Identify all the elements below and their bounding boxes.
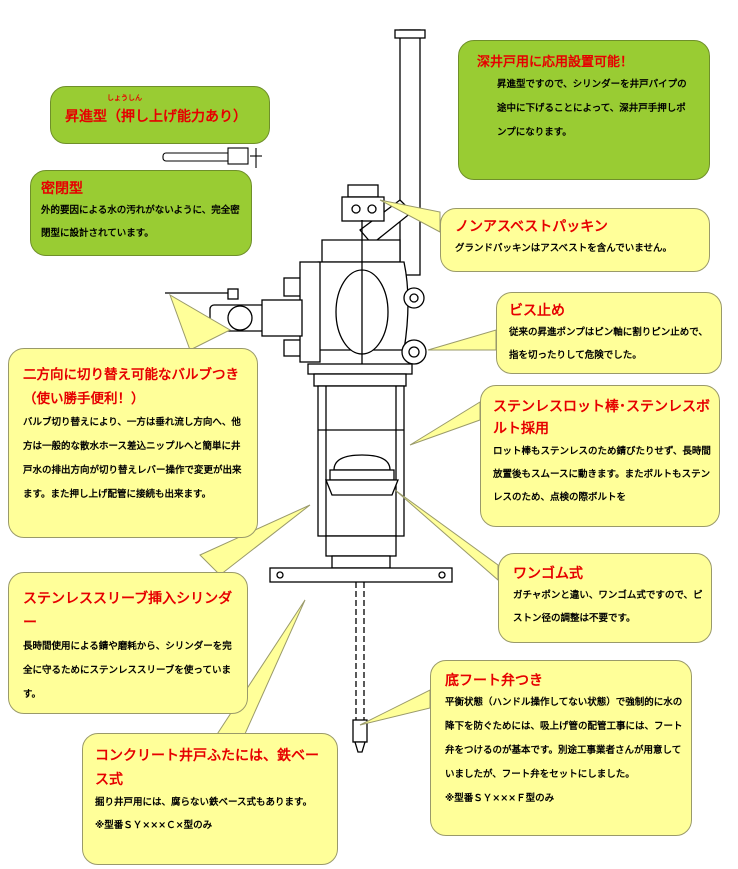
callout-lift-type: しょうしん 昇進型（押し上げ能力あり） [50, 86, 270, 144]
callout-body: グランドパッキンはアスベストを含んでいません。 [455, 243, 672, 254]
callout-body: ロット棒もステンレスのため錆びたりせず、長時間放置後もスムースに動きます。またボ… [493, 446, 711, 503]
callout-title: ビス止め [509, 303, 565, 319]
callout-title: ステンレスロット棒･ステンレスボルト採用 [493, 399, 710, 437]
callout-note: ※型番ＳＹ×××Ｃ×型のみ [95, 820, 213, 831]
callout-non-asbestos: ノンアスベストパッキン グランドパッキンはアスベストを含んでいません。 [440, 208, 710, 272]
callout-title: 深井戸用に応用設置可能！ [477, 55, 634, 70]
callout-body: 外的要因による水の汚れがないように、完全密閉型に設計されています。 [41, 205, 240, 239]
callout-concrete-lid: コンクリート井戸ふたには、鉄ベース式 掘り井戸用には、腐らない鉄ベース式もありま… [82, 733, 338, 865]
callout-sealed: 密閉型 外的要因による水の汚れがないように、完全密閉型に設計されています。 [30, 170, 252, 256]
callout-body: 昇進型ですので、シリンダーを井戸パイプの途中に下げることによって、深井戸手押しポ… [497, 79, 687, 138]
callout-title: ステンレススリーブ挿入シリンダー [23, 591, 233, 631]
callout-valve: 二方向に切り替え可能なバルブつき（使い勝手便利！） バルブ切り替えにより、一方は… [8, 348, 258, 538]
callout-note: ※型番ＳＹ×××Ｆ型のみ [445, 793, 555, 804]
callout-body: 従来の昇進ポンプはピン軸に割りピン止めで、指を切ったりして危険でした。 [509, 327, 708, 361]
callout-foot-valve: 底フート弁つき 平衡状態（ハンドル操作してない状態）で強制的に水の降下を防ぐため… [430, 660, 692, 836]
callout-title: 二方向に切り替え可能なバルブつき（使い勝手便利！） [23, 367, 239, 407]
callout-title: ノンアスベストパッキン [455, 219, 608, 235]
callout-one-rubber: ワンゴム式 ガチャポンと違い、ワンゴム式ですので、ピストン径の調整は不要です。 [498, 553, 712, 643]
callout-deep-well: 深井戸用に応用設置可能！ 昇進型ですので、シリンダーを井戸パイプの途中に下げるこ… [458, 40, 710, 180]
callout-body: 長時間使用による錆や磨耗から、シリンダーを完全に守るためにステンレススリーブを使… [23, 641, 232, 700]
callout-body: バルブ切り替えにより、一方は垂れ流し方向へ、他方は一般的な散水ホース差込ニップル… [23, 417, 242, 500]
callout-body: 掘り井戸用には、腐らない鉄ベース式もあります。 [95, 797, 313, 808]
callout-body: ガチャポンと違い、ワンゴム式ですので、ピストン径の調整は不要です。 [513, 590, 703, 624]
callout-sleeve: ステンレススリーブ挿入シリンダー 長時間使用による錆や磨耗から、シリンダーを完全… [8, 572, 248, 714]
ruby-text: しょうしん [107, 94, 142, 102]
callout-title: 底フート弁つき [445, 673, 543, 689]
callout-title: コンクリート井戸ふたには、鉄ベース式 [95, 748, 319, 788]
callout-stainless-rod: ステンレスロット棒･ステンレスボルト採用 ロット棒もステンレスのため錆びたりせず… [480, 385, 720, 527]
callout-body: 平衡状態（ハンドル操作してない状態）で強制的に水の降下を防ぐためには、吸上げ管の… [445, 697, 683, 780]
callout-screw-stop: ビス止め 従来の昇進ポンプはピン軸に割りピン止めで、指を切ったりして危険でした。 [496, 292, 722, 374]
callout-title: 密閉型 [41, 181, 83, 197]
callout-title: 昇進型（押し上げ能力あり） [65, 109, 247, 125]
callout-title: ワンゴム式 [513, 566, 583, 582]
